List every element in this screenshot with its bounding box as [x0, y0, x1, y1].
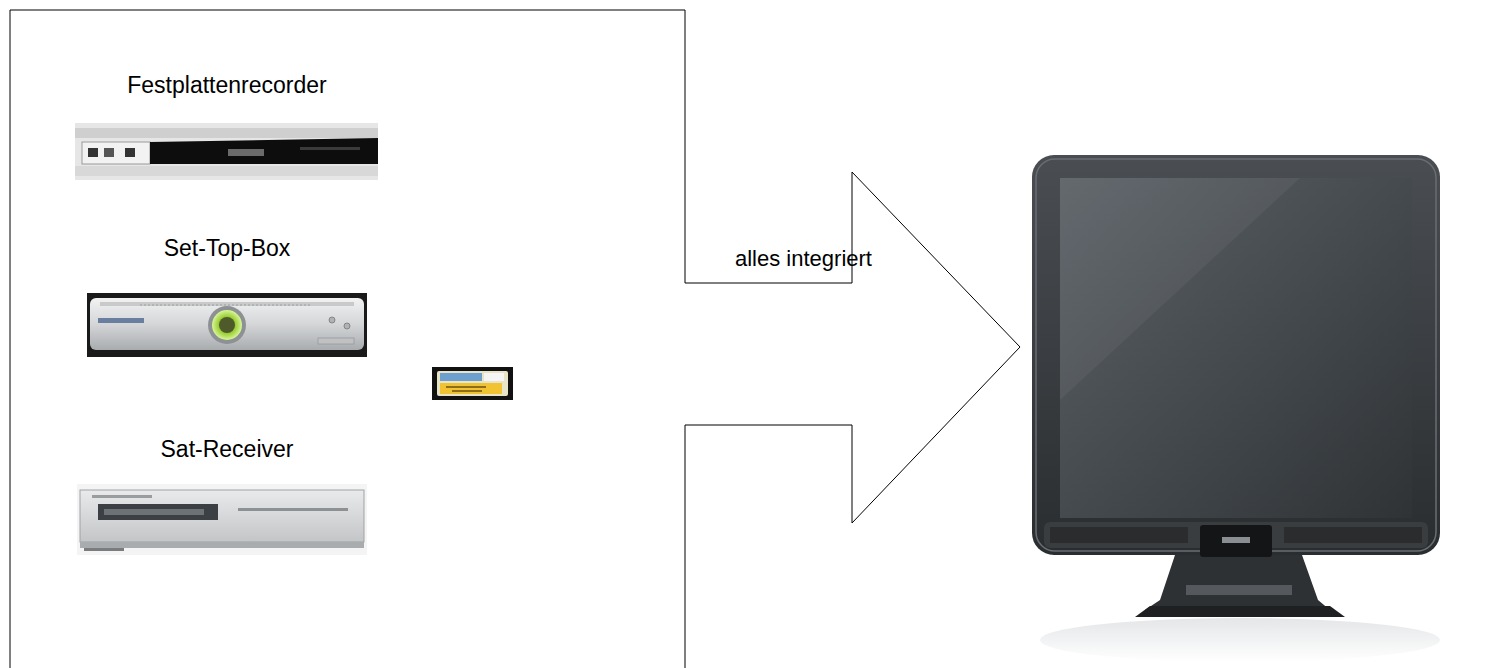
outline-path	[10, 10, 1020, 668]
set-top-box-picture	[87, 293, 367, 357]
ci-module-card	[432, 367, 513, 400]
device-label: Festplattenrecorder	[127, 72, 326, 100]
hdd-recorder-picture	[75, 123, 378, 180]
device-label: Set-Top-Box	[164, 235, 291, 263]
arrow-label: alles integriert	[735, 246, 872, 272]
device-label: Sat-Receiver	[161, 436, 294, 464]
arrow-outline	[10, 10, 1022, 668]
flat-tv-picture	[1032, 155, 1440, 662]
arrow-outline-node: alles integriert	[10, 10, 1022, 668]
sat-receiver-picture	[77, 484, 367, 555]
